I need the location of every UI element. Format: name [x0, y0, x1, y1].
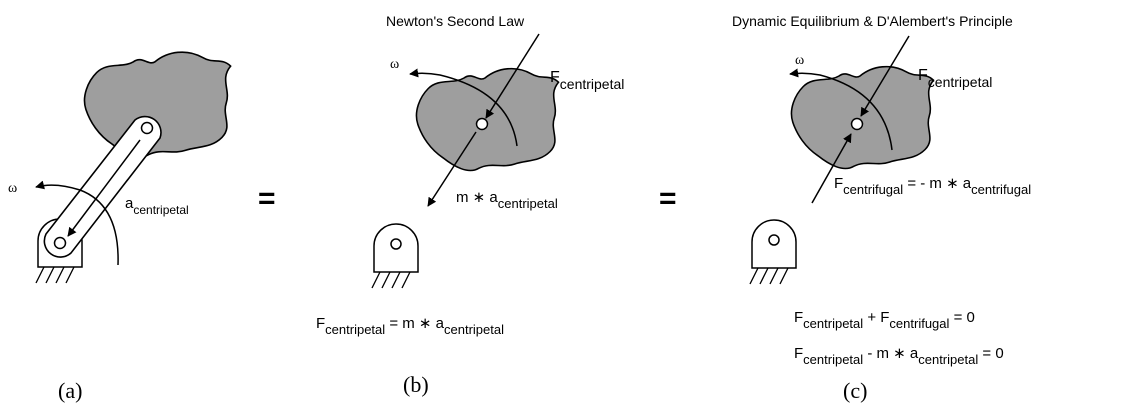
- force-label-c: Fcentripetal: [918, 67, 992, 90]
- rigid-body-c: [790, 65, 935, 170]
- rigid-body-b: [415, 67, 560, 172]
- mass-center-b: [475, 117, 489, 131]
- ground-pin-b: [371, 223, 419, 289]
- link-pin-lower: [53, 236, 67, 250]
- equals-sign-1: =: [258, 182, 276, 215]
- inertia-arrow-b: [427, 131, 477, 207]
- omega-label-c: ω: [795, 53, 804, 68]
- panel-c: Dynamic Equilibrium & D'Alembert's Princ…: [732, 13, 1031, 403]
- omega-arc-a: [35, 180, 119, 266]
- force-arrow-b: [485, 33, 540, 119]
- omega-label-b: ω: [390, 57, 399, 72]
- omega-arc-b: [409, 68, 518, 147]
- mass-center-c: [850, 117, 864, 131]
- centrifugal-arrow-c: [811, 133, 852, 204]
- ground-pin-c: [749, 219, 797, 285]
- equation-b: Fcentripetal = m ∗ acentripetal: [316, 315, 504, 337]
- accel-label-a: acentripetal: [125, 195, 189, 217]
- caption-a: (a): [58, 378, 82, 403]
- omega-label-a: ω: [8, 181, 17, 196]
- panel-a: ω acentripetal (a): [8, 51, 232, 403]
- force-label-b: Fcentripetal: [550, 69, 624, 92]
- centrifugal-label-c: Fcentrifugal = - m ∗ acentrifugal: [834, 175, 1031, 197]
- accel-arrow-a: [67, 139, 141, 237]
- omega-arc-c: [789, 68, 893, 151]
- caption-b: (b): [403, 372, 429, 397]
- caption-c: (c): [843, 378, 867, 403]
- inertia-label-b: m ∗ acentripetal: [456, 189, 558, 211]
- equation-c2: Fcentripetal - m ∗ acentripetal = 0: [794, 345, 1004, 367]
- equation-c1: Fcentripetal + Fcentrifugal = 0: [794, 309, 975, 331]
- force-arrow-c: [860, 35, 910, 117]
- link-pin-upper: [140, 121, 154, 135]
- title-c: Dynamic Equilibrium & D'Alembert's Princ…: [732, 13, 1013, 29]
- title-b: Newton's Second Law: [386, 13, 525, 29]
- equals-sign-2: =: [659, 182, 677, 215]
- panel-b: Newton's Second Law ω Fcentripetal m ∗ a…: [316, 13, 624, 397]
